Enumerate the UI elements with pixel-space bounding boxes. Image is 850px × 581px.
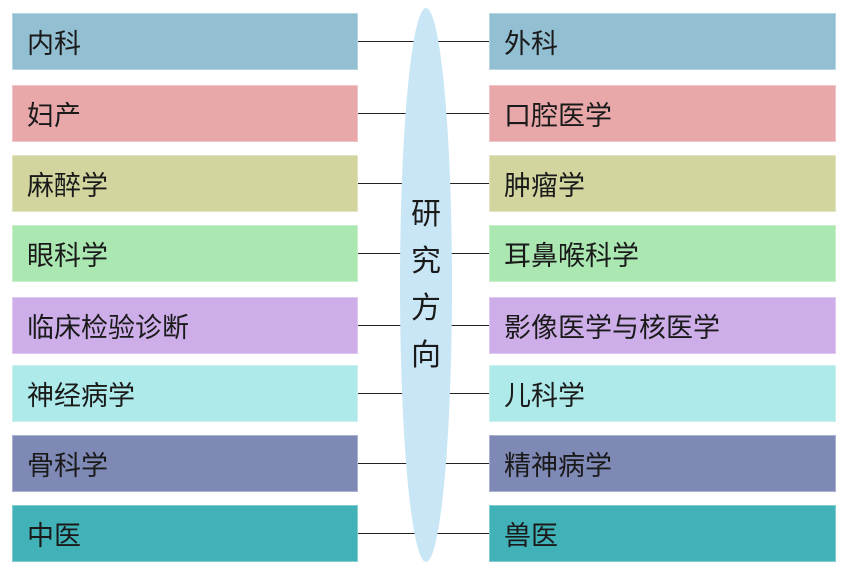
box-label: 内科 bbox=[27, 29, 81, 60]
box-label: 临床检验诊断 bbox=[27, 313, 189, 344]
box-label: 兽医 bbox=[504, 521, 558, 552]
center-char: 方 bbox=[411, 291, 441, 326]
box-label: 神经病学 bbox=[27, 381, 135, 412]
right-box-1: 外科 bbox=[489, 13, 836, 70]
connector-line bbox=[358, 393, 428, 394]
box-label: 骨科学 bbox=[27, 451, 108, 482]
connector-line bbox=[358, 463, 428, 464]
connector-line bbox=[358, 113, 428, 114]
right-box-7: 精神病学 bbox=[489, 435, 836, 492]
connector-line bbox=[424, 253, 489, 254]
connector-line bbox=[424, 325, 489, 326]
connector-line bbox=[424, 113, 489, 114]
right-box-4: 耳鼻喉科学 bbox=[489, 225, 836, 282]
center-label: 研 究 方 向 bbox=[400, 8, 452, 562]
left-box-1: 内科 bbox=[12, 13, 358, 70]
box-label: 中医 bbox=[27, 521, 81, 552]
connector-line bbox=[358, 325, 428, 326]
left-box-3: 麻醉学 bbox=[12, 155, 358, 212]
left-box-6: 神经病学 bbox=[12, 365, 358, 422]
center-char: 研 bbox=[411, 197, 441, 232]
left-box-2: 妇产 bbox=[12, 85, 358, 142]
box-label: 口腔医学 bbox=[504, 101, 612, 132]
left-box-8: 中医 bbox=[12, 505, 358, 562]
box-label: 麻醉学 bbox=[27, 171, 108, 202]
box-label: 眼科学 bbox=[27, 241, 108, 272]
box-label: 儿科学 bbox=[504, 381, 585, 412]
box-label: 耳鼻喉科学 bbox=[504, 241, 639, 272]
left-box-7: 骨科学 bbox=[12, 435, 358, 492]
right-box-2: 口腔医学 bbox=[489, 85, 836, 142]
box-label: 肿瘤学 bbox=[504, 171, 585, 202]
connector-line bbox=[424, 393, 489, 394]
connector-line bbox=[424, 41, 489, 42]
left-box-5: 临床检验诊断 bbox=[12, 297, 358, 354]
connector-line bbox=[358, 183, 428, 184]
connector-line bbox=[424, 183, 489, 184]
connector-line bbox=[358, 41, 428, 42]
connector-line bbox=[358, 253, 428, 254]
connector-line bbox=[424, 533, 489, 534]
right-box-8: 兽医 bbox=[489, 505, 836, 562]
connector-line bbox=[358, 533, 428, 534]
box-label: 精神病学 bbox=[504, 451, 612, 482]
box-label: 妇产 bbox=[27, 101, 81, 132]
right-box-6: 儿科学 bbox=[489, 365, 836, 422]
box-label: 影像医学与核医学 bbox=[504, 313, 720, 344]
box-label: 外科 bbox=[504, 29, 558, 60]
center-char: 究 bbox=[411, 244, 441, 279]
right-box-3: 肿瘤学 bbox=[489, 155, 836, 212]
center-char: 向 bbox=[411, 338, 441, 373]
connector-line bbox=[424, 463, 489, 464]
left-box-4: 眼科学 bbox=[12, 225, 358, 282]
right-box-5: 影像医学与核医学 bbox=[489, 297, 836, 354]
center-ellipse bbox=[400, 8, 452, 562]
